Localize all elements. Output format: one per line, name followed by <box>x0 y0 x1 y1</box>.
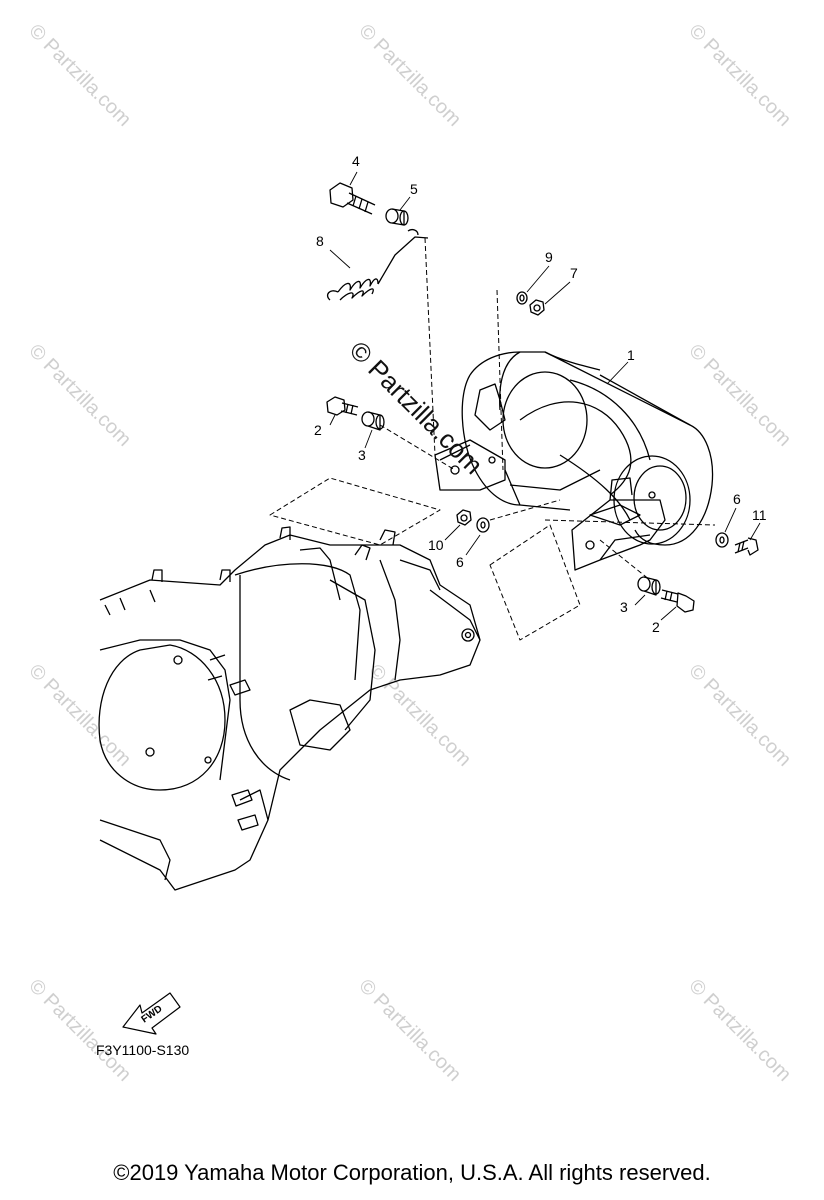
callout-5: 5 <box>410 181 418 197</box>
fwd-arrow-icon <box>122 992 181 1035</box>
callout-7: 7 <box>570 265 578 281</box>
callout-8: 8 <box>316 233 324 249</box>
callout-4: 4 <box>352 153 360 169</box>
assembly-guide-lines <box>269 237 716 641</box>
callout-2-upper: 2 <box>314 422 322 438</box>
callout-9: 9 <box>545 249 553 265</box>
part-3-collar-upper <box>361 411 385 431</box>
engine-housing <box>98 526 481 891</box>
part-6-washer-right <box>715 532 729 548</box>
callout-6-right: 6 <box>733 491 741 507</box>
part-2-bolt-lower <box>660 589 695 613</box>
part-9-washer <box>516 291 528 305</box>
callout-6-left: 6 <box>456 554 464 570</box>
callout-10: 10 <box>428 537 444 553</box>
callout-3-upper: 3 <box>358 447 366 463</box>
callout-3-lower: 3 <box>620 599 628 615</box>
leader-lines <box>329 171 761 621</box>
part-8-spring <box>326 228 429 301</box>
part-5-collar <box>385 208 409 226</box>
callout-1: 1 <box>627 347 635 363</box>
part-11-screw <box>734 537 759 556</box>
part-1-housing <box>434 351 714 571</box>
part-10-nut <box>456 509 472 526</box>
part-6-washer-left <box>476 517 490 533</box>
diagram-code: F3Y1100-S130 <box>96 1042 190 1058</box>
part-3-collar-lower <box>637 576 661 596</box>
callout-11: 11 <box>752 507 767 523</box>
part-2-bolt-upper <box>326 396 359 416</box>
copyright-notice: ©2019 Yamaha Motor Corporation, U.S.A. A… <box>113 1160 711 1185</box>
part-4-bolt <box>329 182 376 215</box>
callout-2-lower: 2 <box>652 619 660 635</box>
part-7-nut <box>529 299 545 316</box>
